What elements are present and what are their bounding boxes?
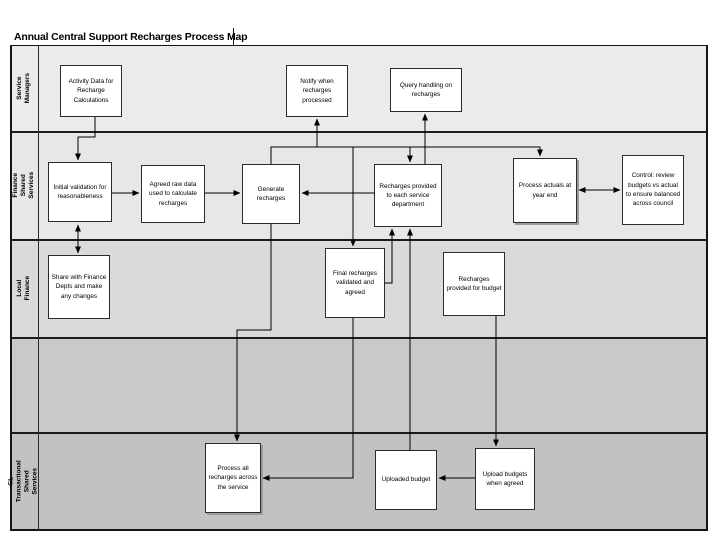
process-box-final-recharges: Final recharges validated and agreed [325, 248, 385, 318]
process-box-agreed-raw-data: Agreed raw data used to calculate rechar… [141, 165, 205, 223]
lane-label-text: Service Managers [15, 73, 32, 104]
process-box-label: Share with Finance Depts and make any ch… [51, 274, 107, 300]
process-box-activity-data: Activity Data for Recharge Calculations [60, 65, 122, 117]
process-box-query-handling: Query handling on recharges [390, 68, 462, 112]
process-box-recharges-for-budget: Recharges provided for budget [443, 252, 505, 316]
process-box-label: Notify when recharges processed [300, 78, 334, 104]
process-box-label: Activity Data for Recharge Calculations [68, 78, 114, 104]
process-box-share-with-finance: Share with Finance Depts and make any ch… [48, 255, 110, 319]
process-box-label: Recharges provided to each service depar… [379, 182, 437, 209]
lane-label-finance-shared-services: Finance Shared Services [10, 131, 38, 239]
process-box-label: Query handling on recharges [399, 81, 453, 98]
process-box-generate-recharges: Generate recharges [242, 164, 300, 224]
process-box-label: Uploaded budget [381, 476, 431, 484]
process-box-label: Process actuals at year end [518, 182, 572, 199]
title-bar: Annual Central Support Recharges Process… [10, 28, 708, 46]
lane-label-text: GL Transactional Shared Services [7, 460, 40, 503]
swimlane-service-managers [10, 46, 708, 131]
lane-label-service-managers: Service Managers [10, 46, 38, 131]
lane-label-gl-transactional: GL Transactional Shared Services [7, 432, 40, 531]
process-box-process-actuals: Process actuals at year end [513, 158, 577, 223]
process-box-label: Agreed raw data used to calculate rechar… [149, 181, 197, 207]
process-box-label: Process all recharges across the service [208, 465, 258, 491]
swimlane-unlabeled [10, 337, 708, 432]
swimlane-gl-transactional [10, 432, 708, 531]
process-box-control-review: Control: review budgets vs actual to ens… [622, 155, 684, 225]
lane-label-text: Finance Shared Services [11, 171, 36, 199]
process-box-label: Recharges provided for budget [446, 275, 502, 292]
process-box-process-all-recharges: Process all recharges across the service [205, 443, 261, 513]
process-box-recharges-provided: Recharges provided to each service depar… [374, 164, 442, 227]
lane-label-local-finance: Local Finance [10, 239, 38, 337]
process-box-uploaded-budget: Uploaded budget [375, 450, 437, 510]
lane-label-divider [38, 46, 39, 531]
process-box-label: Control: review budgets vs actual to ens… [625, 172, 681, 208]
lane-label-unlabeled [10, 337, 38, 432]
process-box-label: Final recharges validated and agreed [332, 270, 378, 296]
process-box-label: Initial validation for reasonableness [53, 183, 107, 200]
process-box-notify-processed: Notify when recharges processed [286, 65, 348, 117]
page-title: Annual Central Support Recharges Process… [10, 28, 248, 45]
process-box-label: Upload budgets when agreed [482, 470, 528, 487]
lane-label-text: Local Finance [15, 275, 31, 301]
process-box-initial-validation: Initial validation for reasonableness [48, 162, 112, 222]
process-box-label: Generate recharges [256, 185, 286, 202]
process-box-upload-when-agreed: Upload budgets when agreed [475, 448, 535, 510]
